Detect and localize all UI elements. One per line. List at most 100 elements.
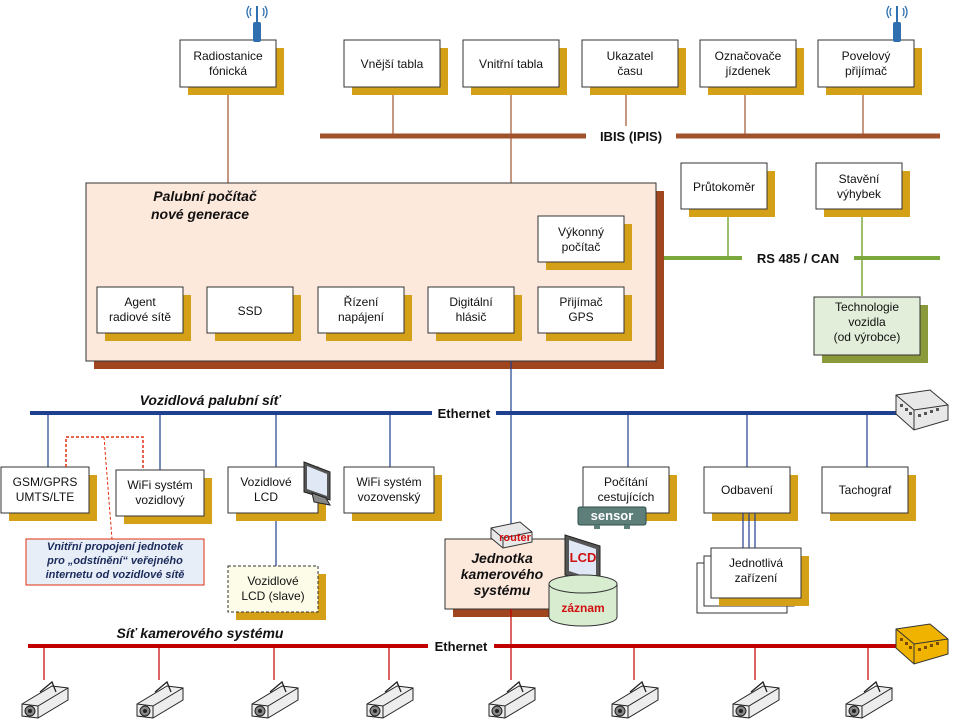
staveni-line2: výhybek bbox=[837, 187, 882, 201]
vehicle-ethernet-bus: Vozidlová palubní síť Ethernet bbox=[30, 361, 900, 566]
prutokomer-label: Průtokoměr bbox=[693, 180, 755, 194]
sensor-label: sensor bbox=[591, 508, 634, 523]
ukazatel-line2: času bbox=[617, 64, 642, 78]
router-icon: router bbox=[490, 521, 533, 549]
sensor-badge: sensor bbox=[577, 506, 647, 529]
rs485-bus: RS 485 / CAN bbox=[664, 211, 940, 296]
antenna-icon-2 bbox=[886, 5, 908, 42]
top-device-vnejsi-tabla: Vnější tabla bbox=[343, 39, 448, 95]
jednotliva-line2: zařízení bbox=[735, 571, 778, 585]
prijimac-line1: Přijímač bbox=[559, 295, 602, 309]
lcd-badge: LCD bbox=[570, 550, 597, 565]
ethernet-bottom-label: Ethernet bbox=[435, 639, 488, 654]
vnitrni-label: Vnitřní tabla bbox=[479, 57, 543, 71]
wifi-vozov-line2: vozovenský bbox=[358, 490, 421, 504]
wifi-voz-line2: vozidlový bbox=[135, 493, 184, 507]
ethernet-switch-icon bbox=[895, 389, 949, 431]
antenna-icon bbox=[246, 5, 268, 42]
camera-icon-5 bbox=[488, 680, 536, 719]
monitor-icon bbox=[303, 461, 331, 506]
ibis-bus: IBIS (IPIS) bbox=[227, 87, 940, 183]
agent-line2: radiové sítě bbox=[109, 310, 171, 324]
camera-icon-1 bbox=[21, 680, 69, 719]
pocitani-line2: cestujících bbox=[598, 490, 655, 504]
digitalni-line1: Digitální bbox=[449, 295, 493, 309]
ukazatel-line1: Ukazatel bbox=[607, 49, 654, 63]
radiostanice-line1: Radiostanice bbox=[193, 49, 263, 63]
top-device-vnitrni-tabla: Vnitřní tabla bbox=[462, 39, 567, 95]
camera-net-label: Síť kamerového systému bbox=[116, 625, 283, 641]
gsm-line2: UMTS/LTE bbox=[16, 490, 74, 504]
camera-switch-icon bbox=[895, 623, 949, 665]
odbaveni-label: Odbavení bbox=[721, 483, 774, 497]
camera-title-1: Jednotka bbox=[471, 550, 533, 566]
camera-icon-6 bbox=[611, 680, 659, 719]
camera-title-2: kamerového bbox=[461, 566, 544, 582]
agent-line1: Agent bbox=[124, 295, 156, 309]
wifi-vozov-line1: WiFi systém bbox=[356, 475, 421, 489]
vykonny-line2: počítač bbox=[562, 240, 601, 254]
storage-cylinder-icon: záznam bbox=[548, 574, 618, 627]
staveni-line1: Stavění bbox=[839, 172, 880, 186]
lcd-slave-line2: LCD (slave) bbox=[241, 589, 304, 603]
vykonny-line1: Výkonný bbox=[558, 225, 604, 239]
povelovy-line1: Povelový bbox=[842, 49, 891, 63]
vnejsi-label: Vnější tabla bbox=[361, 57, 424, 71]
lcd-line1: Vozidlové bbox=[240, 475, 292, 489]
camera-monitor-icon: LCD bbox=[564, 534, 608, 595]
rizeni-line1: Řízení bbox=[344, 294, 379, 309]
lcd-slave-line1: Vozidlové bbox=[247, 574, 299, 588]
camera-icon-7 bbox=[732, 680, 780, 719]
ibis-label: IBIS (IPIS) bbox=[600, 129, 662, 144]
eth-device-odbaveni: Odbavení bbox=[703, 466, 798, 521]
camera-icon-4 bbox=[366, 680, 414, 719]
radiostanice-line2: fónická bbox=[209, 64, 247, 78]
lcd-line2: LCD bbox=[254, 490, 278, 504]
oznacovace-line2: jízdenek bbox=[725, 64, 772, 78]
camera-title-3: systému bbox=[474, 582, 531, 598]
onboard-title-1: Palubní počítač bbox=[153, 188, 257, 204]
pocitani-line1: Počítání bbox=[604, 475, 649, 489]
internal-link bbox=[65, 436, 144, 540]
onboard-title-2: nové generace bbox=[151, 206, 249, 222]
technologie-line1: Technologie bbox=[835, 300, 899, 314]
rs-device-prutokomer: Průtokoměr bbox=[680, 162, 775, 217]
tachograf-label: Tachograf bbox=[839, 483, 892, 497]
note-line3: internetu od vozidlové sítě bbox=[46, 569, 185, 581]
gsm-line1: GSM/GPRS bbox=[13, 475, 78, 489]
note-line2: pro „odstínění“ veřejného bbox=[46, 555, 183, 567]
rs485-label: RS 485 / CAN bbox=[757, 251, 839, 266]
